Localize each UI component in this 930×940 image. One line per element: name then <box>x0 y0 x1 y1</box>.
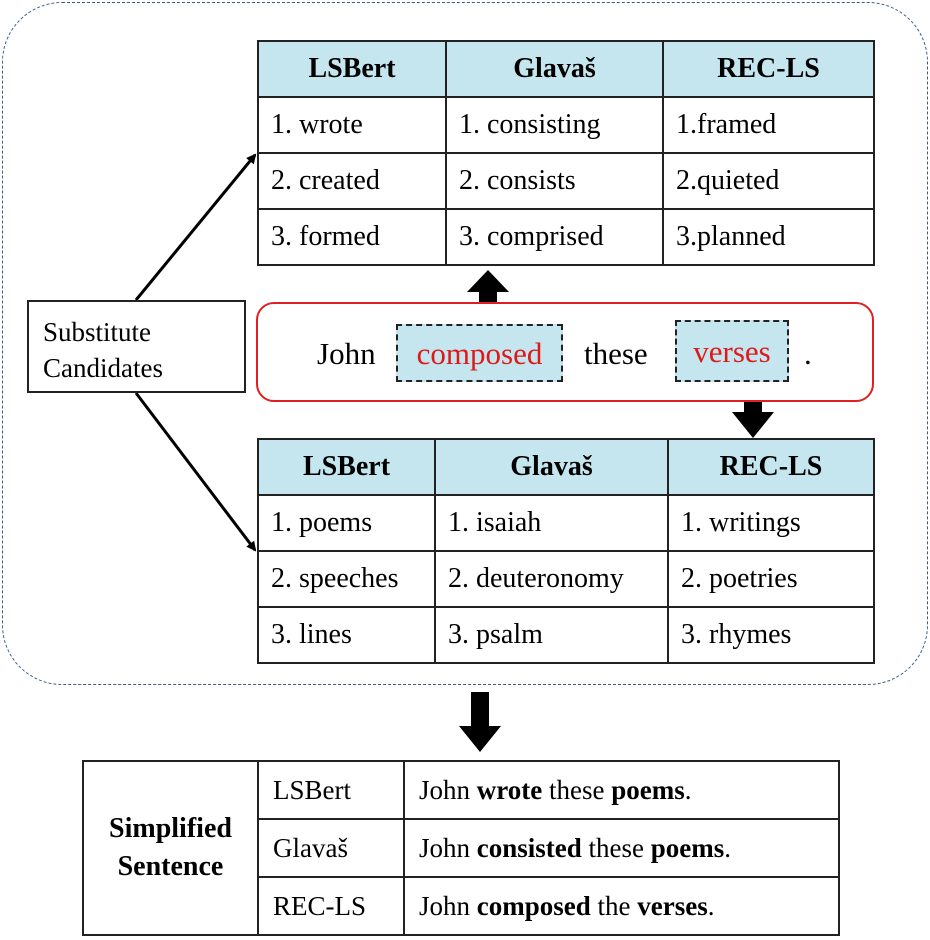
arrow-to-bottom-table <box>134 392 257 552</box>
sentence-word-john: John <box>317 336 376 371</box>
table-cell: 1. wrote <box>257 96 447 154</box>
substitute-label-line1: Substitute <box>43 317 152 347</box>
substitute-label-line2: Candidates <box>43 353 163 383</box>
target-word-verses: verses <box>675 320 789 382</box>
method-cell: LSBert <box>257 760 405 820</box>
method-cell: REC-LS <box>257 876 405 936</box>
candidates-table-composed: LSBert Glavaš REC-LS 1. wrote 1. consist… <box>257 40 875 266</box>
label-line1: Simplified <box>109 813 232 844</box>
header-lsbert: LSBert <box>257 438 436 496</box>
header-lsbert: LSBert <box>257 40 447 98</box>
sentence-period: . <box>804 336 812 371</box>
header-glavas: Glavaš <box>445 40 664 98</box>
table-cell: 3. rhymes <box>667 606 875 664</box>
table-cell: 2.quieted <box>662 152 875 210</box>
table-row: Simplified Sentence LSBert John wrote th… <box>82 760 840 936</box>
sentence-cell: John wrote these poems. <box>403 760 840 820</box>
table-cell: 2. poetries <box>667 550 875 608</box>
block-arrow-up <box>467 270 509 323</box>
table-row: 1. poems 1. isaiah 1. writings <box>257 494 875 552</box>
table-row: REC-LS John composed the verses. <box>83 876 840 936</box>
table-cell: 1. consisting <box>445 96 664 154</box>
table-header-row: LSBert Glavaš REC-LS <box>257 40 875 98</box>
table-row: Glavaš John consisted these poems. <box>83 818 840 878</box>
table-cell: 2. consists <box>445 152 664 210</box>
method-cell: Glavaš <box>257 818 405 878</box>
table-row: 2. created 2. consists 2.quieted <box>257 152 875 210</box>
label-line2: Sentence <box>117 851 224 882</box>
sentence-cell: John composed the verses. <box>403 876 840 936</box>
substitute-candidates-box: Substitute Candidates <box>27 300 246 393</box>
sentence-word-these: these <box>584 336 648 371</box>
header-recls: REC-LS <box>662 40 875 98</box>
table-cell: 2. speeches <box>257 550 436 608</box>
table-cell: 3.planned <box>662 208 875 266</box>
table-cell: 1. poems <box>257 494 436 552</box>
simplified-sentence-label: Simplified Sentence <box>82 760 259 936</box>
table-row: 1. wrote 1. consisting 1.framed <box>257 96 875 154</box>
target-word-composed: composed <box>396 324 563 382</box>
table-cell: 3. comprised <box>445 208 664 266</box>
header-glavas: Glavaš <box>434 438 669 496</box>
table-row: 3. lines 3. psalm 3. rhymes <box>257 606 875 664</box>
table-row: 3. formed 3. comprised 3.planned <box>257 208 875 266</box>
header-recls: REC-LS <box>667 438 875 496</box>
table-header-row: LSBert Glavaš REC-LS <box>257 438 875 496</box>
table-cell: 1. isaiah <box>434 494 669 552</box>
table-cell: 3. lines <box>257 606 436 664</box>
table-cell: 3. formed <box>257 208 447 266</box>
candidates-table-verses: LSBert Glavaš REC-LS 1. poems 1. isaiah … <box>257 438 875 664</box>
table-row: 2. speeches 2. deuteronomy 2. poetries <box>257 550 875 608</box>
block-arrow-down <box>732 382 774 438</box>
simplified-sentence-table: Simplified Sentence LSBert John wrote th… <box>82 760 840 936</box>
table-cell: 1.framed <box>662 96 875 154</box>
table-cell: 1. writings <box>667 494 875 552</box>
arrow-to-top-table <box>134 153 257 301</box>
table-cell: 2. created <box>257 152 447 210</box>
candidate-region <box>2 2 928 685</box>
table-cell: 2. deuteronomy <box>434 550 669 608</box>
block-arrow-final <box>459 692 501 752</box>
sentence-cell: John consisted these poems. <box>403 818 840 878</box>
table-cell: 3. psalm <box>434 606 669 664</box>
